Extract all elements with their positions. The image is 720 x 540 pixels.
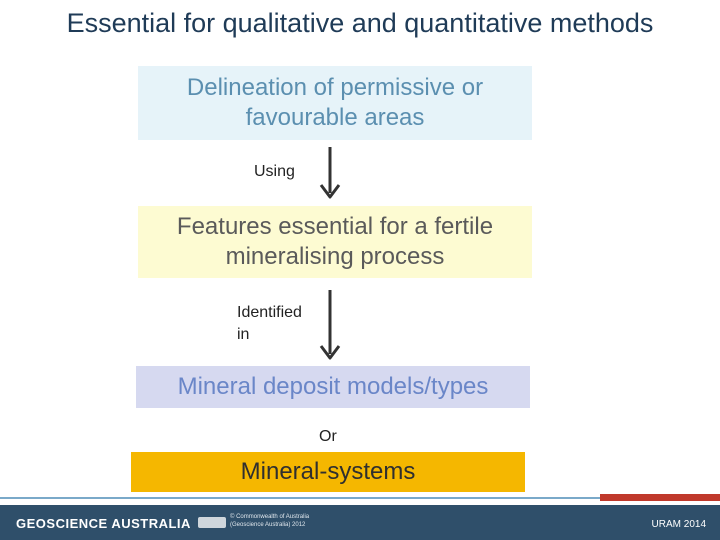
footer-bar: GEOSCIENCE AUSTRALIA © Commonwealth of A… <box>0 505 720 540</box>
mineral-systems-box: Mineral-systems <box>131 452 525 492</box>
event-tag: URAM 2014 <box>651 519 706 530</box>
down-arrow-icon <box>319 147 341 199</box>
down-arrow-icon <box>319 290 341 360</box>
copyright-line-1: © Commonwealth of Australia <box>230 514 310 520</box>
org-name: GEOSCIENCE AUSTRALIA <box>16 516 191 531</box>
copyright-notice: © Commonwealth of Australia (Geoscience … <box>230 514 309 530</box>
deposit-models-box: Mineral deposit models/types <box>136 366 530 408</box>
using-label: Using <box>254 163 295 180</box>
in-label: in <box>237 325 250 343</box>
copyright-line-2: (Geoscience Australia) 2012 <box>230 521 306 528</box>
identified-label: Identified <box>237 304 302 321</box>
or-label: Or <box>319 428 337 445</box>
footer-accent-bar <box>600 494 720 501</box>
creative-commons-icon <box>198 517 226 528</box>
identified-in-label: Identified in <box>237 302 302 345</box>
permissive-areas-box: Delineation of permissive or favourable … <box>138 66 532 140</box>
fertile-process-box: Features essential for a fertile mineral… <box>138 206 532 278</box>
slide-title: Essential for qualitative and quantitati… <box>66 8 654 38</box>
footer-divider <box>0 497 600 499</box>
